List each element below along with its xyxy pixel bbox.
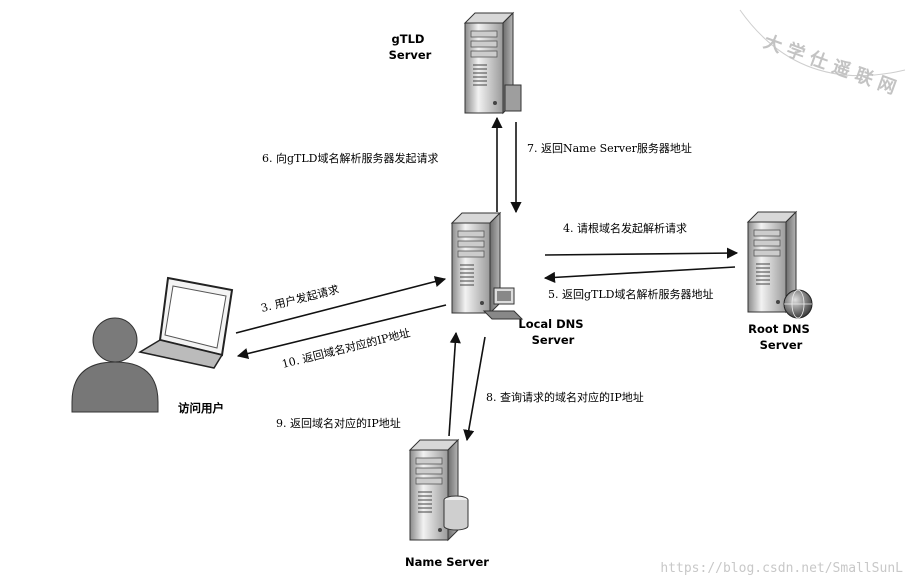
stamp-watermark: 大 学 仕 遥 联 网 bbox=[739, 9, 906, 99]
user-label: 访问用户 bbox=[178, 401, 224, 415]
name-server-label: Name Server bbox=[405, 555, 489, 569]
arrow-10-local-to-user bbox=[236, 304, 447, 360]
edge-label-5: 5. 返回gTLD域名解析服务器地址 bbox=[548, 287, 714, 301]
laptop-icon bbox=[137, 276, 234, 369]
edge-label-4: 4. 请根域名发起解析请求 bbox=[563, 221, 687, 235]
local-dns-server-label: Local DNS Server bbox=[518, 317, 587, 347]
edge-label-10: 10. 返回域名对应的IP地址 bbox=[280, 325, 411, 370]
local-dns-server-icon bbox=[451, 212, 524, 320]
edge-label-8: 8. 查询请求的域名对应的IP地址 bbox=[486, 390, 644, 404]
user-person-icon bbox=[71, 317, 159, 413]
name-server-icon bbox=[409, 439, 469, 541]
root-dns-server-label: Root DNS Server bbox=[748, 322, 814, 352]
arrow-9-name-to-local bbox=[448, 331, 461, 437]
root-dns-server-icon bbox=[747, 211, 813, 319]
arrow-4-local-to-root bbox=[544, 247, 739, 259]
gtld-server-icon bbox=[464, 12, 522, 114]
gtld-server-label: gTLD Server bbox=[389, 32, 432, 62]
arrow-3-user-to-local bbox=[235, 276, 447, 334]
edge-label-9: 9. 返回域名对应的IP地址 bbox=[276, 416, 401, 430]
arrow-5-root-to-local bbox=[543, 266, 736, 284]
stamp-text: 大 学 仕 遥 联 网 bbox=[761, 30, 899, 98]
arrow-8-local-to-name bbox=[463, 336, 486, 442]
edges bbox=[235, 116, 739, 442]
edge-label-6: 6. 向gTLD域名解析服务器发起请求 bbox=[262, 151, 439, 165]
url-watermark: https://blog.csdn.net/SmallSunL bbox=[660, 561, 903, 576]
edge-label-7: 7. 返回Name Server服务器地址 bbox=[527, 141, 692, 155]
